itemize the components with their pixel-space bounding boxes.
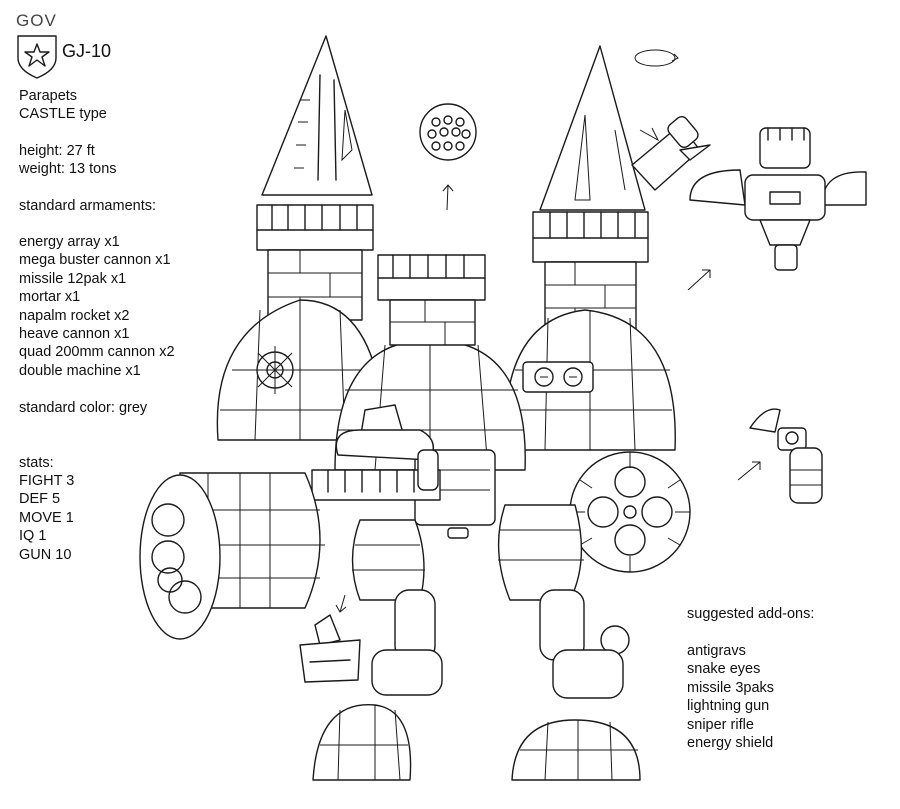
right-quad-cannon (569, 451, 691, 573)
addons-title: suggested add-ons: (687, 606, 815, 622)
addon-item: missile 3paks (687, 679, 775, 696)
mortar-detail (631, 115, 711, 191)
stat-item: GUN 10 (19, 546, 72, 563)
stats-list: FIGHT 3 DEF 5 MOVE 1 IQ 1 GUN 10 (19, 472, 74, 564)
right-dome (504, 309, 676, 451)
stat-item: MOVE 1 (19, 509, 74, 526)
shield-icon (17, 35, 57, 79)
designation-label: GJ-10 (62, 41, 112, 61)
left-quad-cannon (139, 472, 325, 640)
spec-weight: weight: 13 tons (19, 161, 117, 177)
armaments-list: energy array x1 mega buster cannon x1 mi… (19, 233, 175, 380)
addon-item: sniper rifle (687, 716, 754, 733)
spec-height: height: 27 ft (19, 143, 95, 159)
stat-item: IQ 1 (19, 528, 47, 545)
snake-eye-icon (563, 367, 583, 387)
armament-item: heave cannon x1 (19, 326, 130, 343)
addon-item: lightning gun (687, 698, 770, 715)
missile-pod-detail (419, 103, 477, 211)
gov-label: GOV (16, 11, 57, 30)
lightning-gun-detail (737, 408, 823, 504)
armament-item: missile 12pak x1 (19, 270, 127, 287)
antigrav-detail (687, 127, 867, 291)
addon-item: snake eyes (687, 661, 761, 678)
addon-item: energy shield (687, 735, 774, 752)
stats-title: stats: (19, 455, 54, 471)
armament-item: quad 200mm cannon x2 (19, 344, 175, 361)
right-tower (532, 45, 649, 331)
armaments-title: standard armaments: (19, 198, 157, 214)
armament-item: mega buster cannon x1 (19, 252, 171, 269)
crown-detail (299, 594, 361, 683)
stat-item: DEF 5 (19, 491, 61, 508)
spec-type: CASTLE type (19, 106, 107, 122)
spec-name: Parapets (19, 88, 78, 104)
armament-item: napalm rocket x2 (19, 307, 130, 324)
left-tower (256, 35, 374, 321)
right-leg (497, 504, 641, 781)
left-leg (312, 519, 443, 781)
armament-item: mortar x1 (19, 289, 81, 306)
addon-item: antigravs (687, 643, 746, 659)
left-arm-crown (311, 404, 441, 501)
armament-item: double machine x1 (19, 362, 141, 379)
addons-list: antigravs snake eyes missile 3paks light… (687, 642, 774, 752)
rotate-arrow-icon (634, 49, 679, 67)
armament-item: energy array x1 (19, 234, 120, 250)
stat-item: FIGHT 3 (19, 473, 75, 489)
standard-color: standard color: grey (19, 400, 148, 416)
snake-eye-icon (534, 367, 554, 387)
